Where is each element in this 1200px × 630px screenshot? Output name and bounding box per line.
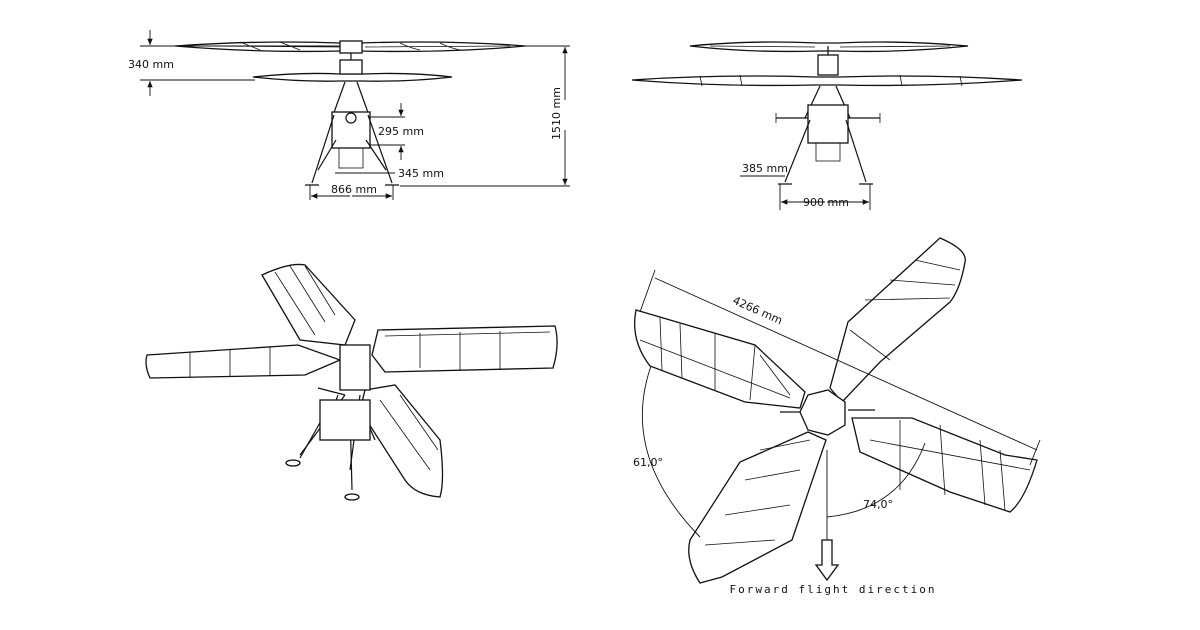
- blade-right: [851, 417, 1038, 513]
- angle-right-label: 74,0°: [863, 498, 893, 511]
- leg-span-label: 866 mm: [331, 183, 377, 196]
- blade-down-left: [688, 431, 827, 584]
- forward-direction-label: Forward flight direction: [730, 583, 937, 596]
- lower-rotor: [631, 75, 1023, 87]
- rotor-spacing-label: 340 mm: [128, 58, 174, 71]
- offset-label: 385 mm: [742, 162, 788, 175]
- blade-up: [261, 263, 356, 346]
- hub: [799, 389, 846, 436]
- body-height-label: 295 mm: [378, 125, 424, 138]
- landing-legs: [784, 119, 867, 183]
- body-width-label: 345 mm: [398, 167, 444, 180]
- blade-right: [371, 325, 558, 373]
- upper-rotor: [689, 41, 969, 53]
- blade-left: [145, 344, 342, 379]
- front-view: 340 mm 1510 mm 295 mm 345 mm 866 mm: [128, 30, 570, 200]
- blade-down: [359, 384, 444, 498]
- fuselage: [331, 111, 371, 149]
- isometric-view: [145, 263, 558, 501]
- hub: [339, 344, 371, 391]
- forward-arrow-icon: [814, 539, 840, 582]
- side-leg-span-label: 900 mm: [803, 196, 849, 209]
- side-view: 385 mm 900 mm: [631, 41, 1023, 210]
- total-height-label: 1510 mm: [550, 87, 563, 140]
- rotor-diameter-label: 4266 mm: [731, 294, 785, 327]
- landing-legs: [311, 114, 393, 184]
- angle-left-label: 61,0°: [633, 456, 663, 469]
- blade-up-right: [829, 237, 966, 403]
- blade-left: [633, 309, 806, 409]
- top-view: 4266 mm 61,0° 74,0° Forward flight direc…: [633, 237, 1041, 596]
- fuselage: [807, 104, 849, 144]
- lower-rotor: [252, 72, 453, 82]
